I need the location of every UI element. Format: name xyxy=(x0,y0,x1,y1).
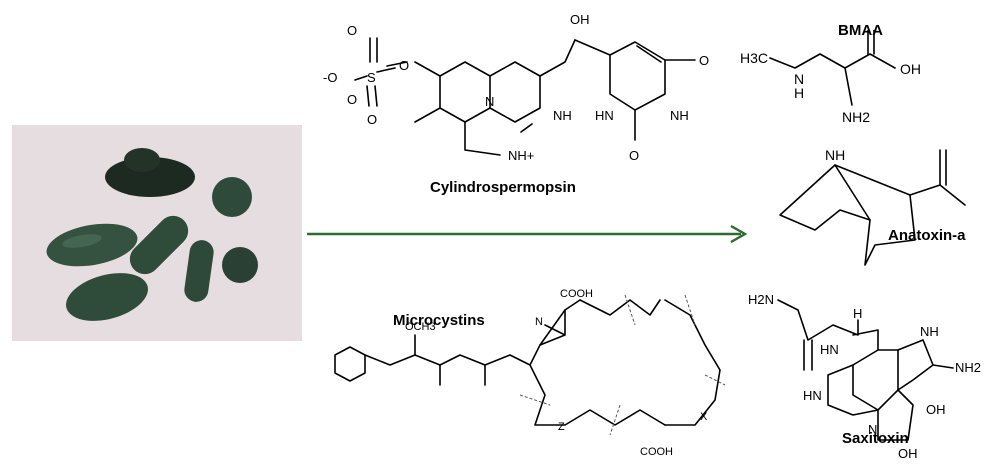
conversion-arrow xyxy=(307,224,748,244)
atom-label: N xyxy=(794,71,804,87)
atom-label: H2N xyxy=(748,292,774,307)
atom-label: S xyxy=(367,70,376,85)
microcystins-label: Microcystins xyxy=(393,312,485,329)
atom-label: N xyxy=(485,94,494,109)
atom-label: O xyxy=(347,92,357,107)
saxitoxin-label: Saxitoxin xyxy=(842,430,909,447)
saxitoxin-structure: H2N H HN N NH2 HN NH OH OH xyxy=(748,292,981,460)
atom-label: O xyxy=(629,148,639,163)
atom-label: H3C xyxy=(740,50,768,66)
atom-label: -O xyxy=(323,70,337,85)
atom-label: OH xyxy=(900,61,921,77)
atom-label: H xyxy=(794,85,804,101)
atom-label: NH+ xyxy=(508,148,534,163)
microcystins-structure: COOH OCH3 N Z X COOH xyxy=(334,288,726,458)
tablet-highlight xyxy=(62,234,102,248)
atom-label: OH xyxy=(570,12,590,27)
round-tablet xyxy=(222,247,258,283)
spirulina-photo xyxy=(12,125,302,341)
capsule xyxy=(184,240,214,302)
atom-label: O xyxy=(399,58,409,73)
atom-label: HN xyxy=(595,108,614,123)
atom-label: O xyxy=(367,112,377,127)
atom-label: N xyxy=(535,316,543,328)
atom-label: NH xyxy=(670,108,689,123)
atom-label: HN xyxy=(820,342,839,357)
atom-label: NH xyxy=(553,108,572,123)
atom-label: OCH3 xyxy=(405,321,436,333)
oval-tablet xyxy=(66,273,148,321)
atom-label: O xyxy=(347,23,357,38)
atom-label: Z xyxy=(558,421,565,433)
atom-label: OH xyxy=(898,446,918,460)
atom-label: COOH xyxy=(640,446,673,458)
bmaa-label: BMAA xyxy=(838,22,883,39)
cylindrospermopsin-structure: OH O O O S -O O N NH NH HN NH+ O O xyxy=(323,12,709,163)
powder-pile-top xyxy=(124,148,160,172)
cylindrospermopsin-label: Cylindrospermopsin xyxy=(430,179,576,196)
atom-label: HN xyxy=(803,388,822,403)
atom-label: N xyxy=(868,422,877,437)
atom-label: H xyxy=(853,306,862,321)
atom-label: NH2 xyxy=(842,109,870,125)
capsule xyxy=(129,215,189,275)
atom-label: NH xyxy=(825,147,845,163)
round-tablet xyxy=(212,177,252,217)
anatoxin-label: Anatoxin-a xyxy=(888,227,966,244)
atom-label: NH xyxy=(920,324,939,339)
arrow-head xyxy=(730,224,748,244)
oval-tablet xyxy=(46,223,138,267)
anatoxin-structure: NH xyxy=(779,147,966,266)
atom-label: NH2 xyxy=(955,360,981,375)
atom-label: X xyxy=(700,411,708,423)
atom-label: COOH xyxy=(560,288,593,300)
bmaa-structure: H3C N H OH NH2 xyxy=(740,30,921,125)
atom-label: OH xyxy=(926,402,946,417)
atom-label: O xyxy=(699,53,709,68)
